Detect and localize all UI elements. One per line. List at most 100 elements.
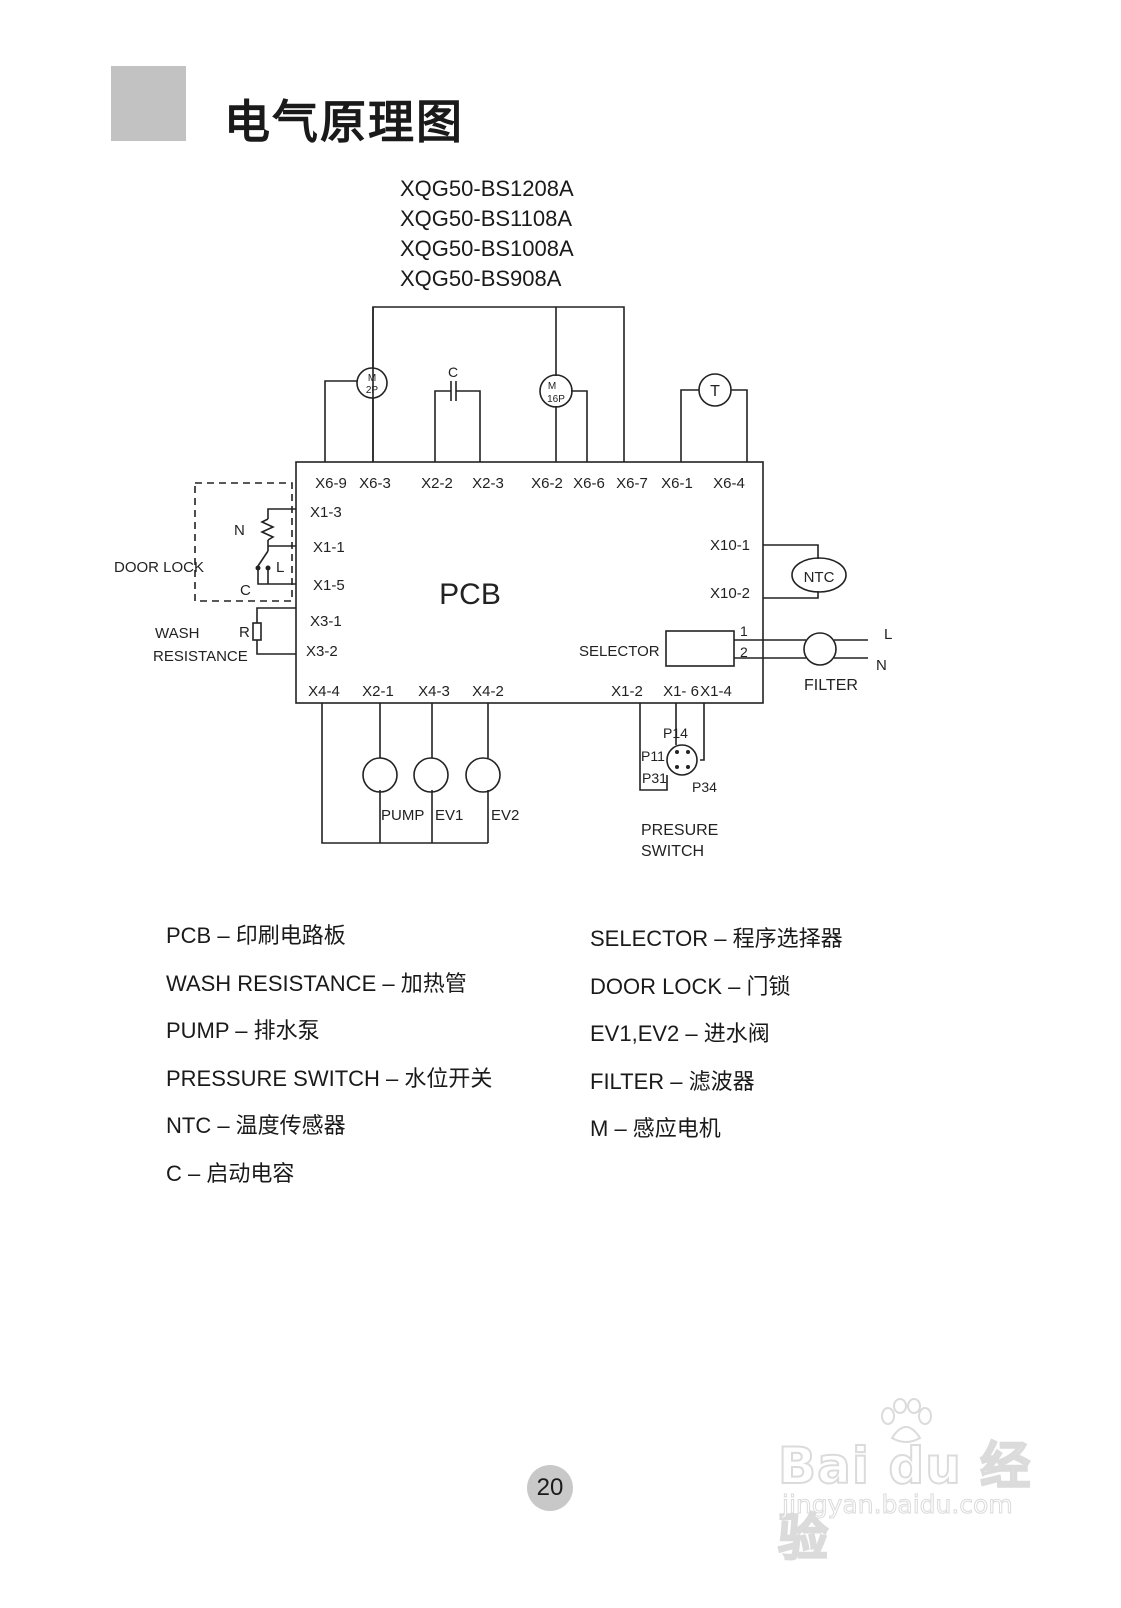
legend-item: C – 启动电容 [166,1160,295,1186]
motor-16p-m: M [548,381,556,392]
pin-label: X1-3 [310,504,342,521]
door-lock-c: C [240,582,251,599]
switch-arm [257,550,269,567]
pressure-pin-label: P11 [641,748,665,764]
legend-left: PCB – 印刷电路板 WASH RESISTANCE – 加热管 PUMP –… [166,918,492,1203]
model-list: XQG50-BS1208A XQG50-BS1108A XQG50-BS1008… [400,174,574,294]
pin-label: X1-4 [700,683,732,700]
wire [571,390,588,462]
pin-label: X4-3 [418,683,450,700]
ntc-label: NTC [804,569,835,586]
pin-label: X6-1 [661,475,693,492]
pressure-switch-line1: PRESURE [641,822,718,839]
wire [260,518,275,541]
paw-logo-icon [881,1398,932,1443]
pin-label: X2-2 [421,475,453,492]
line-l-label: L [884,626,892,643]
capacitor-label: C [448,364,458,380]
pressure-switch-line2: SWITCH [641,843,704,860]
motor-2p-symbol [356,367,388,399]
selector-box [665,630,735,667]
legend-item: PCB – 印刷电路板 [166,923,346,948]
pressure-pin-label: P31 [642,770,667,786]
legend-item: EV1,EV2 – 进水阀 [590,1021,770,1046]
watermark-url: jingyan.baidu.com [782,1490,1014,1520]
page-number: 20 [527,1465,573,1511]
pin-label: X3-1 [310,613,342,630]
legend-item: SELECTOR – 程序选择器 [590,926,843,951]
model-name: XQG50-BS1208A [400,176,574,201]
ev1-symbol [413,757,449,793]
wire [763,591,819,599]
pump-symbol [362,757,398,793]
motor-2p-m: M [368,373,376,384]
wash-resistance-line2: RESISTANCE [153,648,248,665]
baidu-watermark: Bai du 经验 jingyan.baidu.com [777,1398,1038,1568]
legend-item: WASH RESISTANCE – 加热管 [166,970,467,996]
pin-label: X6-7 [616,475,648,492]
legend-item: FILTER – 滤波器 [590,1068,755,1094]
resistor-symbol [252,622,262,641]
legend-item: NTC – 温度传感器 [166,1113,346,1138]
door-lock-label: DOOR LOCK [114,559,204,576]
motor-16p-p: 16P [547,394,565,405]
pressure-pin-label: P34 [692,779,717,795]
page-title: 电气原理图 [224,95,464,149]
motor-2p-p: 2P [366,385,379,396]
filter-symbol [803,632,837,666]
pin-label: X6-2 [531,475,563,492]
wire [267,508,296,519]
pcb-board [295,461,764,704]
wire [256,640,296,655]
legend-item: DOOR LOCK – 门锁 [590,973,791,999]
thermostat-symbol [698,373,732,407]
filter-label: FILTER [804,677,858,694]
pressure-switch-symbol [666,744,698,776]
pin-label: X6-9 [315,475,347,492]
wire [257,570,296,585]
pin-label: X10-2 [710,585,750,602]
model-name: XQG50-BS1108A [400,206,573,231]
pin-label: X2-3 [472,475,504,492]
pin-label: X4-4 [308,683,340,700]
door-lock-box [194,482,293,602]
model-name: XQG50-BS908A [400,266,562,291]
pin-label: X6-4 [713,475,745,492]
selector-pin: 2 [740,644,748,660]
legend-right: SELECTOR – 程序选择器 DOOR LOCK – 门锁 EV1,EV2 … [590,921,843,1159]
pin-label: X1-2 [611,683,643,700]
pin-label: X3-2 [306,643,338,660]
selector-label: SELECTOR [579,643,660,660]
pin-label: X4-2 [472,683,504,700]
header-gray-block [111,66,186,141]
model-name: XQG50-BS1008A [400,236,574,261]
ntc-symbol [791,557,847,593]
legend-item: PUMP – 排水泵 [166,1018,320,1043]
wash-resistance-line1: WASH [155,625,199,642]
line-n-label: N [876,657,887,674]
door-lock-n: N [234,522,245,539]
wire [324,380,358,462]
ev1-label: EV1 [435,807,463,824]
wiring-diagram: M 2P C M 16P T PCB X6-9 X6-3 X2-2 X2-3 X… [114,306,892,860]
pin-label: X2-1 [362,683,394,700]
door-lock-l: L [276,559,284,576]
thermostat-label: T [710,383,720,400]
pin-label: X10-1 [710,537,750,554]
pcb-label: PCB [439,578,501,611]
wire [731,389,748,462]
wire [700,703,705,761]
legend-item: M – 感应电机 [590,1116,721,1141]
pump-label: PUMP [381,807,424,824]
pressure-pin-label: P14 [663,725,688,741]
ev2-symbol [465,757,501,793]
wire [372,306,625,462]
wire [456,390,481,462]
selector-pin: 1 [740,623,748,639]
watermark-brand: Bai du 经验 [777,1436,1032,1568]
wire [680,389,699,462]
wire [434,390,451,462]
pin-label: X6-6 [573,475,605,492]
legend-item: PRESSURE SWITCH – 水位开关 [166,1065,493,1091]
pin-label: X1-5 [313,577,345,594]
